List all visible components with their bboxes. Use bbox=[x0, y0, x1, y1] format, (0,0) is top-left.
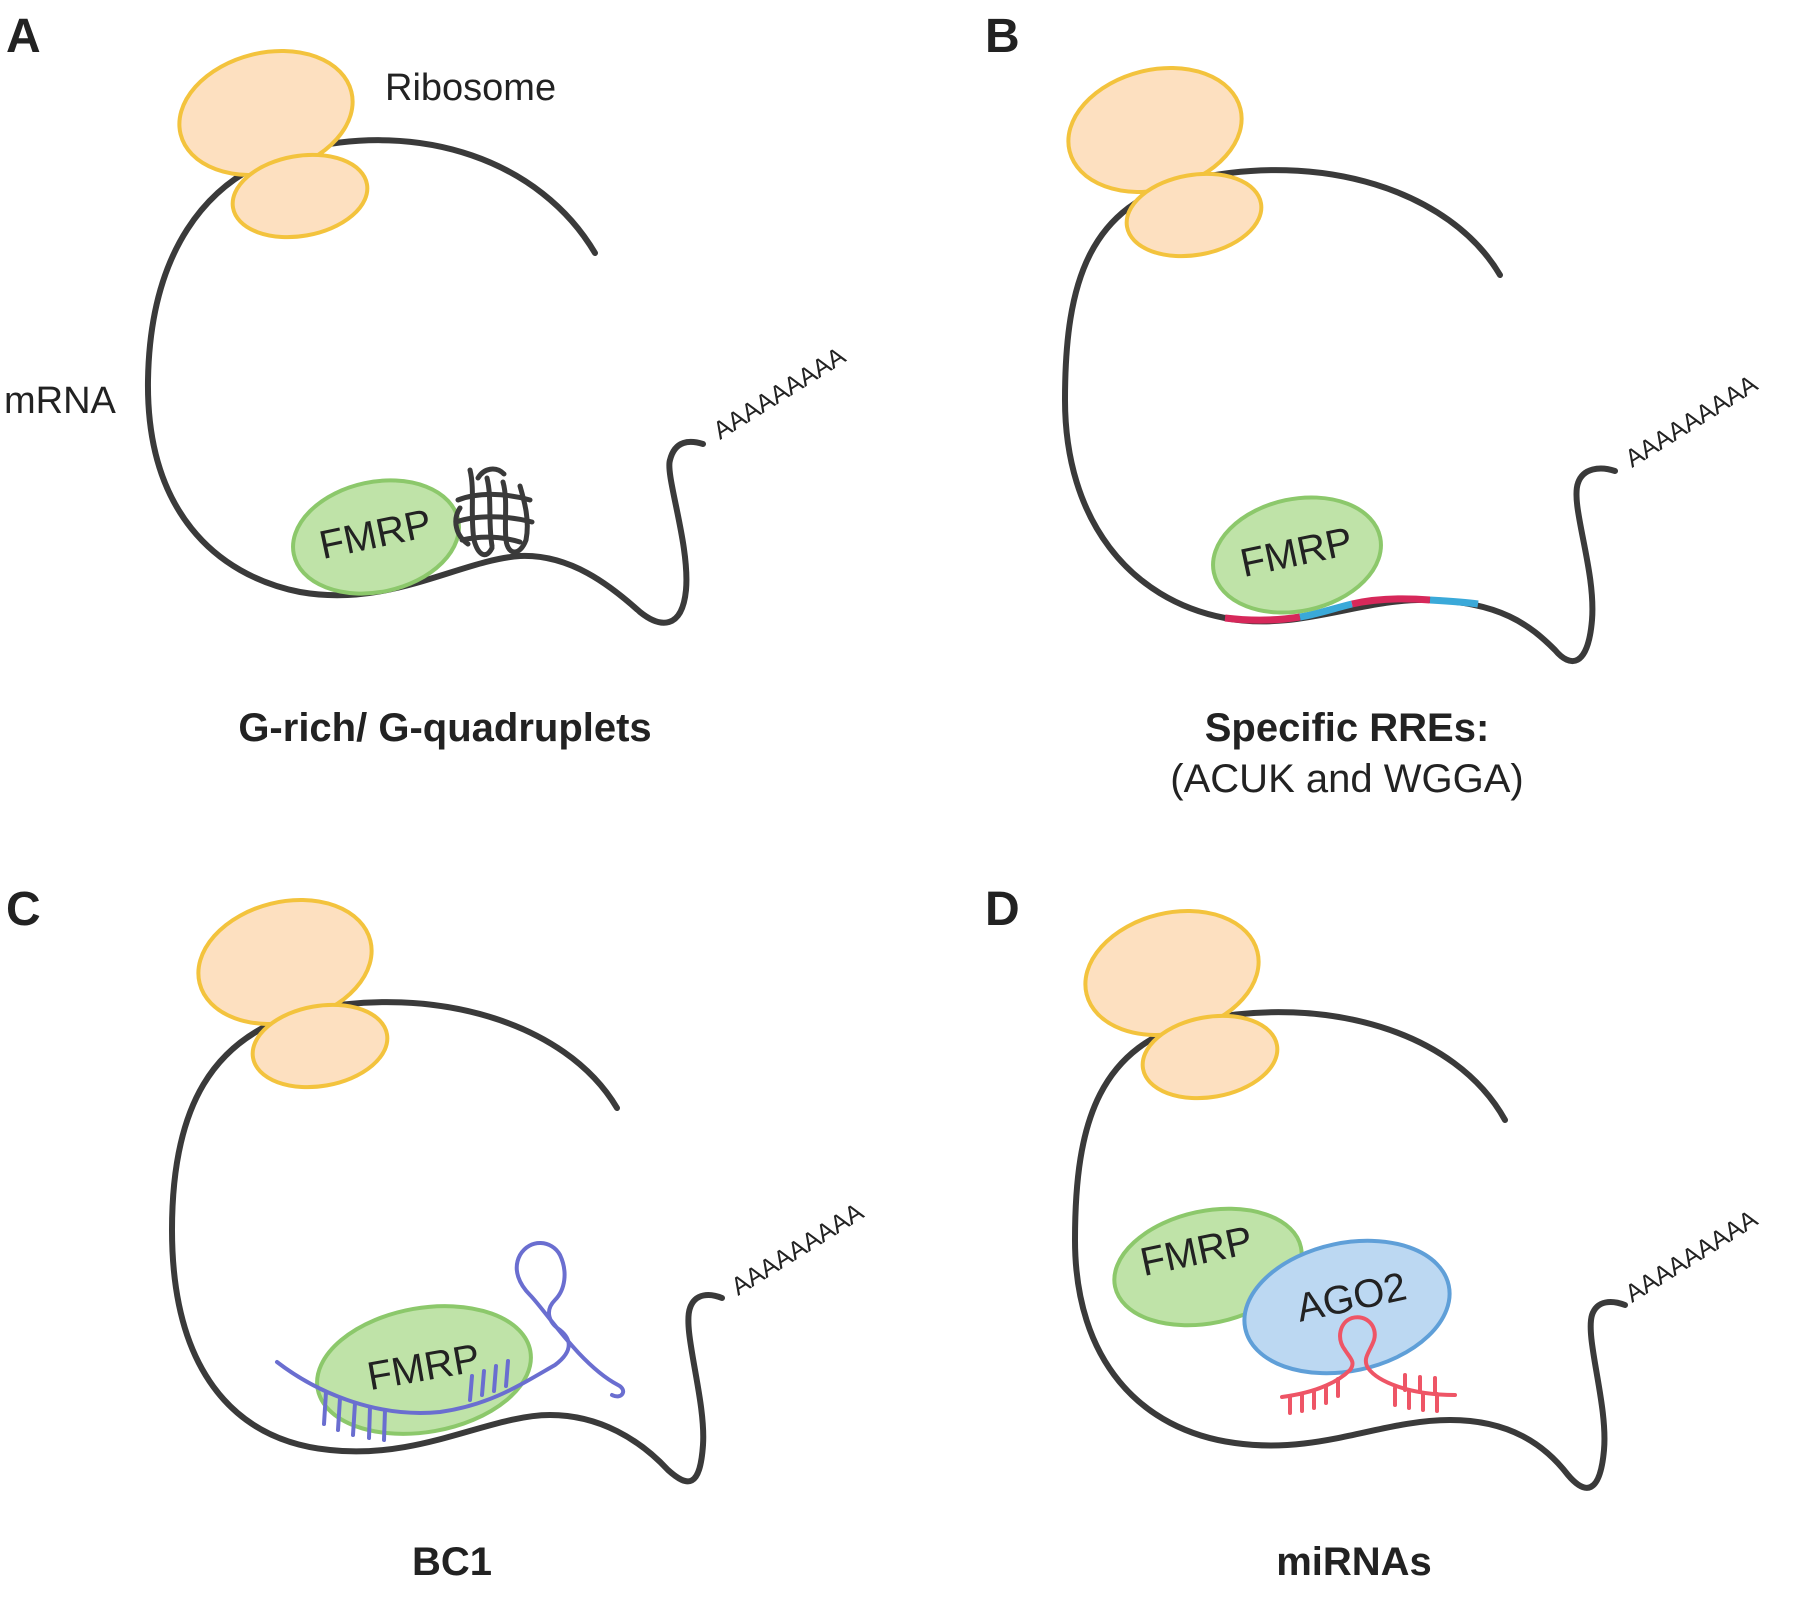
mirna-hairpin bbox=[1280, 1315, 1457, 1415]
poly-a-tail-b: AAAAAAAAA bbox=[1620, 370, 1762, 473]
caption-c: BC1 bbox=[412, 1540, 492, 1584]
panel-label-d: D bbox=[985, 883, 1020, 936]
ribosome-label: Ribosome bbox=[385, 67, 556, 109]
panel-a: A FMRP AAAAAAAAA Ribosome mRNA G-rich/ G… bbox=[4, 10, 851, 750]
panel-b: B FMRP AAAAAAAAA Specific RREs: (ACUK an… bbox=[985, 10, 1763, 801]
poly-a-tail-d: AAAAAAAAA bbox=[1620, 1205, 1762, 1308]
panel-d: D FMRP AGO2 AAAAAAAAA miRNAs bbox=[985, 883, 1763, 1584]
poly-a-tail-c: AAAAAAAAA bbox=[726, 1198, 868, 1301]
ribosome-small-subunit-c bbox=[250, 1002, 390, 1090]
ribosome-small-subunit-a bbox=[230, 152, 370, 240]
panel-c: C FMRP AAAAAAAAA BC1 bbox=[6, 883, 869, 1584]
panel-label-b: B bbox=[985, 10, 1020, 63]
ago2-protein bbox=[1242, 1238, 1452, 1376]
caption-b: Specific RREs: bbox=[1205, 706, 1490, 750]
bc1-rna bbox=[275, 1241, 626, 1442]
mrna-label: mRNA bbox=[4, 380, 117, 422]
panel-label-c: C bbox=[6, 883, 41, 936]
ribosome-small-subunit-d bbox=[1140, 1013, 1280, 1101]
ribosome-small-subunit-b bbox=[1124, 171, 1264, 259]
rre-motifs bbox=[1224, 595, 1479, 624]
caption-d: miRNAs bbox=[1276, 1540, 1432, 1584]
fmrp-protein-b bbox=[1211, 495, 1383, 615]
caption-b-subtitle: (ACUK and WGGA) bbox=[1170, 757, 1523, 801]
g-quadruplet-structure bbox=[453, 466, 535, 558]
panel-label-a: A bbox=[6, 10, 41, 63]
poly-a-tail-a: AAAAAAAAA bbox=[708, 342, 850, 445]
caption-a: G-rich/ G-quadruplets bbox=[238, 706, 651, 750]
